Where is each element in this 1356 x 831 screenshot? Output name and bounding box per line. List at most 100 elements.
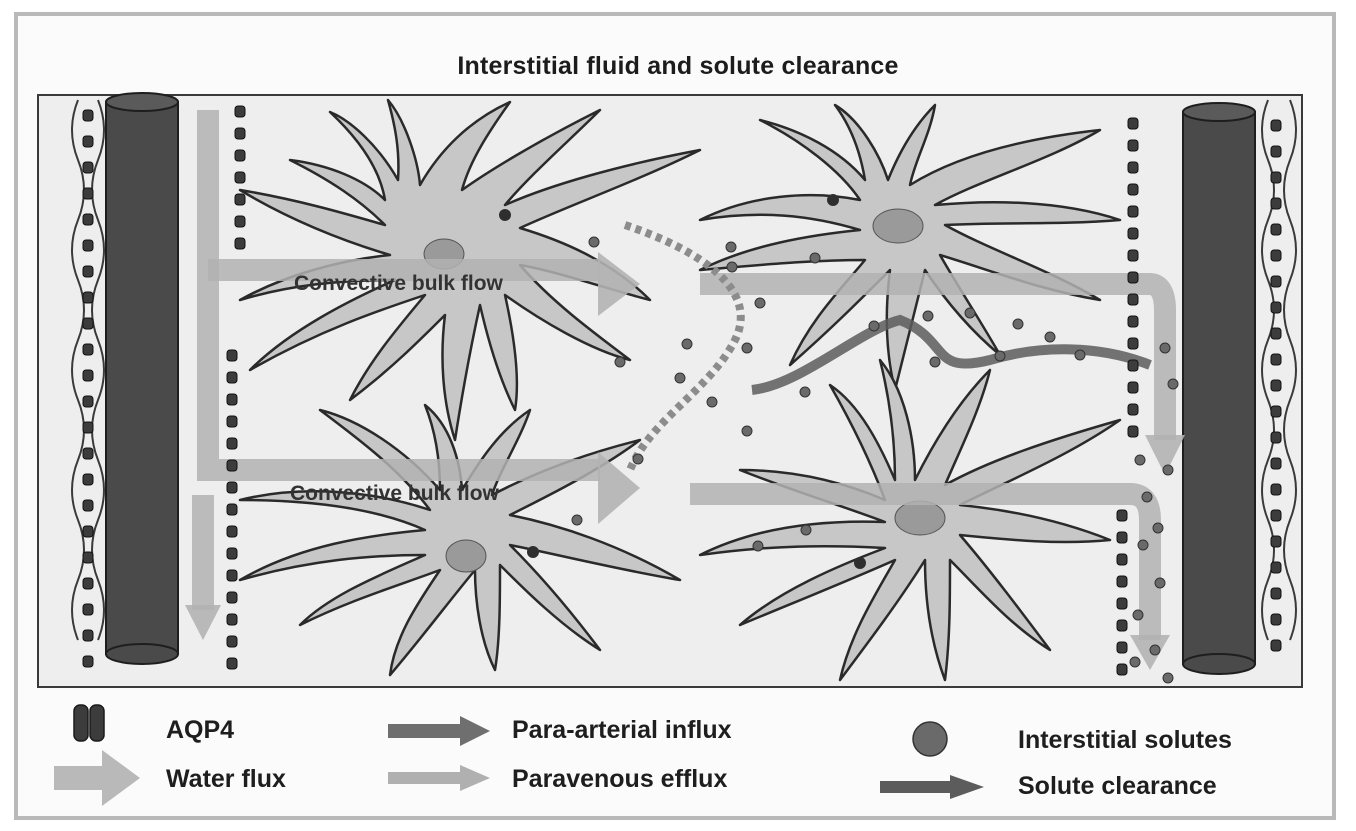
aqp4-channel: [235, 172, 245, 183]
aqp4-channel: [1128, 228, 1138, 239]
aqp4-channel: [235, 216, 245, 227]
aqp4-channel: [1117, 554, 1127, 565]
aqp4-channel: [227, 548, 237, 559]
aqp4-channel: [1128, 338, 1138, 349]
aqp4-channel: [83, 370, 93, 381]
aqp4-channel: [1128, 162, 1138, 173]
aqp4-channel: [1271, 640, 1281, 651]
aqp4-channel: [227, 570, 237, 581]
aqp4-channel: [1128, 316, 1138, 327]
aqp4-channel: [235, 150, 245, 161]
aqp4-channel: [1271, 432, 1281, 443]
aqp4-channel: [83, 136, 93, 147]
aqp4-channel: [1271, 484, 1281, 495]
aqp4-channel: [83, 604, 93, 615]
aqp4-channel: [83, 240, 93, 251]
paravenous-legend-icon: [388, 765, 490, 791]
aqp4-channel: [227, 350, 237, 361]
aqp4-channel: [1271, 172, 1281, 183]
flow-label-upper: Convective bulk flow: [294, 272, 504, 295]
aqp4-channel: [83, 396, 93, 407]
aqp4-channel: [227, 592, 237, 603]
aqp4-channel: [83, 630, 93, 641]
aqp4-channel: [227, 614, 237, 625]
aqp4-channel: [235, 106, 245, 117]
aqp4-channel: [83, 318, 93, 329]
aqp4-channel: [1271, 198, 1281, 209]
aqp4-channel: [1128, 360, 1138, 371]
nucleus-icon: [446, 540, 486, 572]
legend-interstitial-solutes-label: Interstitial solutes: [1018, 726, 1232, 755]
aqp4-channel: [1271, 510, 1281, 521]
aqp4-channel: [1128, 250, 1138, 261]
aqp4-channel: [83, 552, 93, 563]
legend-paravenous-label: Paravenous efflux: [512, 765, 727, 794]
aqp4-channel: [1271, 302, 1281, 313]
aqp4-channel: [83, 500, 93, 511]
interstitial-solute-legend-icon: [913, 722, 947, 756]
left-vessel: [106, 93, 178, 664]
nucleus-icon: [895, 501, 945, 535]
aqp4-channel: [1128, 184, 1138, 195]
legend-para-arterial-label: Para-arterial influx: [512, 716, 732, 745]
right-vessel: [1183, 103, 1255, 674]
aqp4-channel: [1117, 532, 1127, 543]
aqp4-channel: [1128, 426, 1138, 437]
aqp4-channel: [1271, 562, 1281, 573]
aqp4-channel: [1271, 380, 1281, 391]
aqp4-channel: [227, 658, 237, 669]
aqp4-channel: [1117, 598, 1127, 609]
aqp4-channel: [83, 422, 93, 433]
solute-clearance-legend-icon: [880, 775, 984, 799]
legend-water-flux-label: Water flux: [166, 765, 286, 794]
flow-label-lower: Convective bulk flow: [290, 482, 500, 505]
aqp4-channel: [1271, 224, 1281, 235]
aqp4-channel: [1128, 404, 1138, 415]
aqp4-channel: [1271, 614, 1281, 625]
aqp4-channel: [1271, 146, 1281, 157]
aqp4-channel: [227, 394, 237, 405]
aqp4-channel: [83, 344, 93, 355]
aqp4-channel: [83, 266, 93, 277]
aqp4-channel: [1271, 328, 1281, 339]
aqp4-channel: [83, 526, 93, 537]
aqp4-channel: [1271, 120, 1281, 131]
aqp4-channel: [235, 128, 245, 139]
legend-aqp4-label: AQP4: [166, 716, 234, 745]
aqp4-channel: [1117, 576, 1127, 587]
aqp4-channel: [83, 448, 93, 459]
aqp4-channel: [1271, 250, 1281, 261]
aqp4-channel: [227, 504, 237, 515]
aqp4-channel: [1271, 588, 1281, 599]
water-flux-legend-icon: [54, 750, 140, 806]
aqp4-channel: [1271, 406, 1281, 417]
legend-solute-clearance-label: Solute clearance: [1018, 772, 1217, 801]
aqp4-channel: [227, 526, 237, 537]
aqp4-channel: [83, 292, 93, 303]
aqp4-channel: [1128, 118, 1138, 129]
aqp4-channel: [1271, 536, 1281, 547]
aqp4-channel: [83, 188, 93, 199]
aqp4-channel: [227, 482, 237, 493]
aqp4-channel: [1128, 206, 1138, 217]
aqp4-channel: [83, 214, 93, 225]
aqp4-legend-icon: [74, 705, 104, 741]
aqp4-channel: [227, 438, 237, 449]
aqp4-channel: [1117, 620, 1127, 631]
aqp4-channel: [83, 656, 93, 667]
aqp4-channel: [1271, 458, 1281, 469]
aqp4-channel: [227, 372, 237, 383]
aqp4-channel: [1128, 272, 1138, 283]
aqp4-channel: [235, 238, 245, 249]
aqp4-channel: [83, 110, 93, 121]
aqp4-channel: [83, 474, 93, 485]
aqp4-channel: [1117, 510, 1127, 521]
aqp4-channel: [83, 578, 93, 589]
aqp4-channel: [1117, 664, 1127, 675]
aqp4-channel: [1271, 276, 1281, 287]
aqp4-channel: [1128, 294, 1138, 305]
aqp4-channel: [1117, 642, 1127, 653]
aqp4-channel: [1271, 354, 1281, 365]
aqp4-channel: [1128, 140, 1138, 151]
